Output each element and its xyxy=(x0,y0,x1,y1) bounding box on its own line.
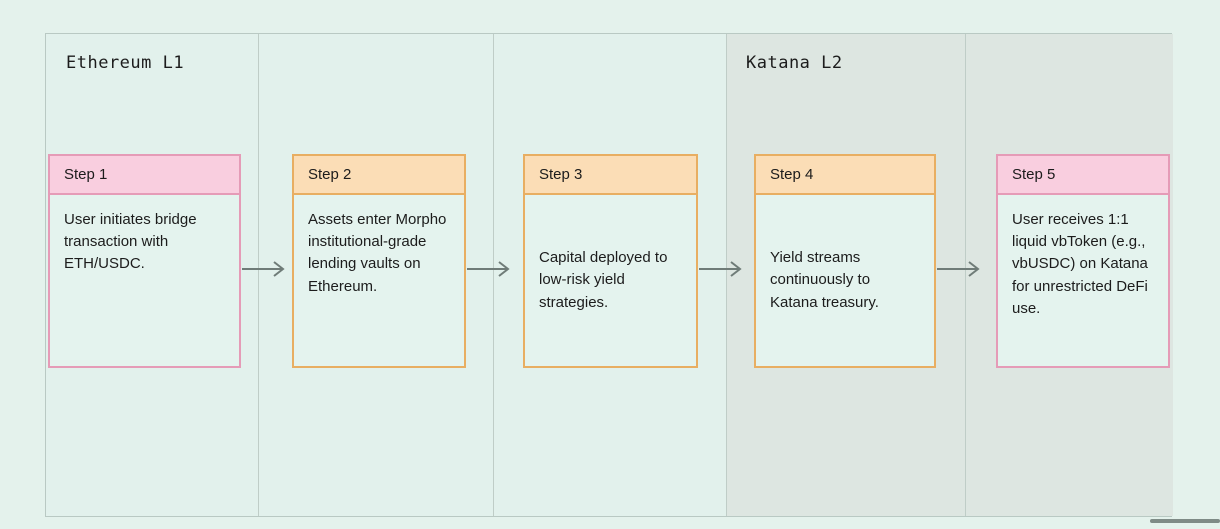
arrow-right-icon-4 xyxy=(937,260,983,278)
step-4-body: Yield streams continuously to Katana tre… xyxy=(770,249,879,311)
step-3-header: Step 3 xyxy=(525,156,696,195)
step-3-body: Capital deployed to low-risk yield strat… xyxy=(539,249,668,311)
step-2-body: Assets enter Morpho institutional-grade … xyxy=(308,211,447,295)
step-1-body: User initiates bridge transaction with E… xyxy=(64,211,197,273)
step-box-1[interactable]: Step 1 User initiates bridge transaction… xyxy=(48,154,241,368)
swimlane-label-katana-l2: Katana L2 xyxy=(746,53,843,73)
step-box-5[interactable]: Step 5 User receives 1:1 liquid vbToken … xyxy=(996,154,1170,368)
arrow-right-icon-3 xyxy=(699,260,745,278)
diagram-canvas: Ethereum L1 Katana L2 Step 1 User initia… xyxy=(45,33,1173,517)
step-5-header: Step 5 xyxy=(998,156,1168,195)
grid-divider-3 xyxy=(726,34,727,516)
step-4-header: Step 4 xyxy=(756,156,934,195)
swimlane-label-ethereum-l1: Ethereum L1 xyxy=(66,53,185,73)
step-box-4[interactable]: Step 4 Yield streams continuously to Kat… xyxy=(754,154,936,368)
step-box-2[interactable]: Step 2 Assets enter Morpho institutional… xyxy=(292,154,466,368)
horizontal-scrollbar-thumb[interactable] xyxy=(1150,519,1220,523)
step-box-3[interactable]: Step 3 Capital deployed to low-risk yiel… xyxy=(523,154,698,368)
arrow-right-icon-2 xyxy=(467,260,513,278)
grid-divider-1 xyxy=(258,34,259,516)
step-1-header: Step 1 xyxy=(50,156,239,195)
arrow-right-icon-1 xyxy=(242,260,288,278)
grid-divider-2 xyxy=(493,34,494,516)
step-5-body: User receives 1:1 liquid vbToken (e.g., … xyxy=(1012,211,1148,317)
grid-divider-4 xyxy=(965,34,966,516)
step-2-header: Step 2 xyxy=(294,156,464,195)
